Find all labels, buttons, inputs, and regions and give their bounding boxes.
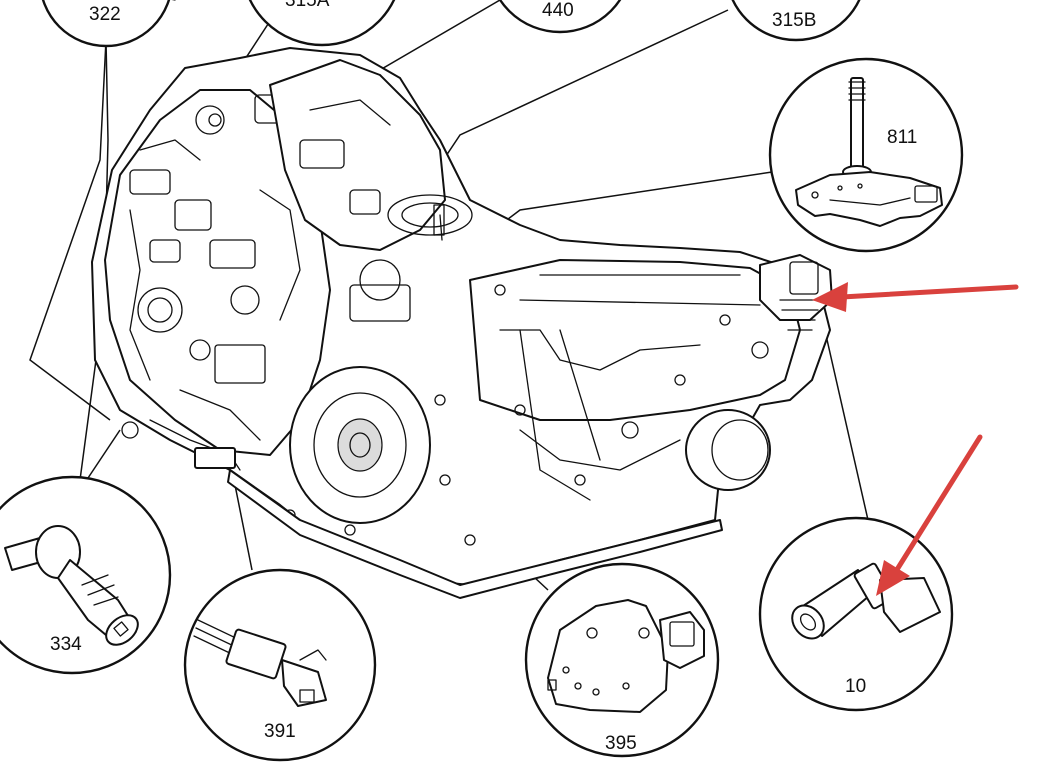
arrow-to-part-10	[876, 434, 983, 596]
top-cover	[269, 59, 446, 251]
callout-395-label: 395	[605, 733, 637, 754]
top-cover-details	[299, 99, 473, 322]
oil-pan	[227, 469, 723, 599]
valve-body-details	[129, 94, 301, 441]
callout-391-label: 391	[264, 721, 296, 742]
callout-315a: 315A	[248, 0, 396, 47]
transmission-body	[91, 47, 833, 599]
callout-811-label: 811	[887, 127, 917, 148]
callout-10-label: 10	[845, 676, 866, 697]
harness-connector	[194, 447, 236, 469]
callout-391: 391	[183, 568, 377, 762]
callout-440: 440	[498, 0, 622, 34]
callout-315b: 315B	[731, 0, 861, 42]
callout-334-label: 334	[50, 634, 82, 655]
callout-440-label: 440	[542, 0, 574, 21]
case-extension-details	[121, 274, 769, 546]
callout-811: 811	[768, 57, 964, 253]
callout-322: 322	[41, 0, 176, 48]
part-811-manual-shaft-position-switch	[795, 77, 943, 227]
callout-395: 395	[524, 562, 720, 758]
pump-housing	[289, 366, 431, 524]
callout-10: 10	[758, 516, 954, 712]
case-extension	[469, 259, 801, 421]
leader-322b	[29, 39, 111, 421]
valve-body-face	[104, 89, 331, 456]
part-395-bracket	[547, 599, 705, 713]
part-334-pressure-switch	[4, 525, 139, 646]
part-10-speed-sensor	[791, 562, 941, 640]
callout-334: 334	[0, 475, 172, 675]
axle-output-housing	[685, 409, 771, 491]
callout-315b-label: 315B	[772, 10, 816, 31]
arrow-to-transmission-sensor	[812, 282, 1019, 312]
callout-322-label: 322	[89, 4, 121, 25]
callout-315a-label: 315A	[285, 0, 330, 11]
part-391-harness-connector	[193, 619, 327, 707]
